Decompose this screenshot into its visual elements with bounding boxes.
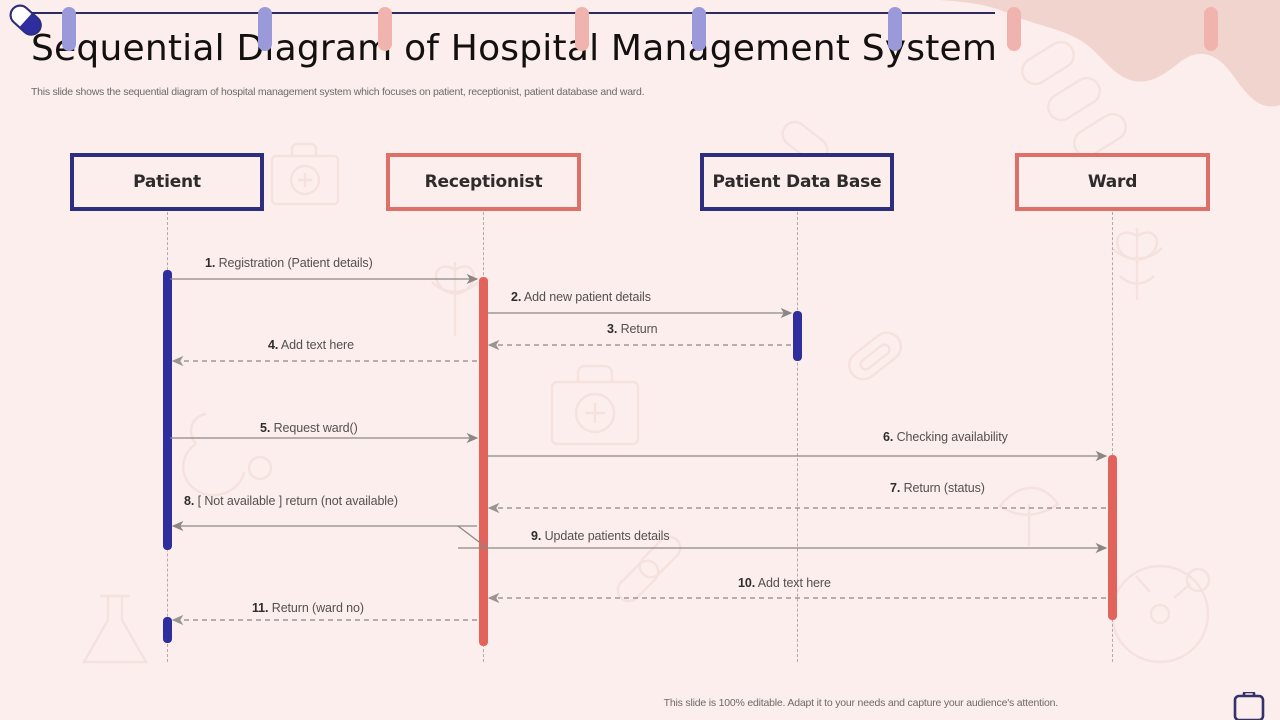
message-text-4: Add text here [280,338,354,352]
actor-box-patient[interactable]: Patient [70,153,264,211]
activation-bar-receptionist [479,277,488,646]
actor-label-receptionist: Receptionist [424,172,543,192]
message-number-2: 2. [511,290,522,304]
message-number-3: 3. [607,322,618,336]
message-label-9: 9. Update patients details [531,529,670,543]
message-number-1: 1. [205,256,216,270]
actor-label-ward: Ward [1087,172,1138,192]
message-text-9: Update patients details [544,529,670,543]
activation-bar-patient-end [163,617,172,643]
header-divider [30,12,995,14]
message-text-10: Add text here [757,576,831,590]
message-label-1: 1. Registration (Patient details) [205,256,373,270]
actor-tab-left-patient [62,7,76,51]
message-label-4: 4. Add text here [268,338,354,352]
message-label-3: 3. Return [607,322,658,336]
actor-box-ward[interactable]: Ward [1015,153,1210,211]
message-number-5: 5. [260,421,271,435]
message-text-3: Return [620,322,658,336]
message-text-7: Return (status) [903,481,985,495]
page-subtitle: This slide shows the sequential diagram … [31,86,645,98]
message-number-9: 9. [531,529,542,543]
actor-label-patient: Patient [133,172,201,192]
message-label-6: 6. Checking availability [883,430,1008,444]
actor-tab-left-database [692,7,706,51]
message-number-7: 7. [890,481,901,495]
activation-bar-ward [1108,455,1117,620]
activation-bar-patient-main [163,270,172,550]
message-label-7: 7. Return (status) [890,481,985,495]
message-number-4: 4. [268,338,279,352]
message-label-10: 10. Add text here [738,576,831,590]
actor-box-receptionist[interactable]: Receptionist [386,153,581,211]
activation-bar-database [793,311,802,361]
footer-note: This slide is 100% editable. Adapt it to… [663,697,1059,709]
lifeline-database [797,212,798,662]
page-title: Sequential Diagram of Hospital Managemen… [31,28,998,69]
actor-tab-right-patient [258,7,272,51]
message-number-6: 6. [883,430,894,444]
message-label-8: 8. [ Not available ] return (not availab… [184,494,398,508]
actor-tab-left-ward [1007,7,1021,51]
lifeline-ward [1112,212,1113,662]
message-text-2: Add new patient details [523,290,651,304]
message-label-11: 11. Return (ward no) [252,601,364,615]
pill-capsule-icon [9,4,42,36]
actor-tab-right-ward [1204,7,1218,51]
actor-tab-right-database [888,7,902,51]
actor-box-patient-data-base[interactable]: Patient Data Base [700,153,894,211]
message-label-5: 5. Request ward() [260,421,358,435]
message-number-10: 10. [738,576,756,590]
message-number-11: 11. [252,601,269,615]
message-text-1: Registration (Patient details) [218,256,373,270]
message-text-6: Checking availability [896,430,1008,444]
actor-tab-left-reception [378,7,392,51]
message-text-5: Request ward() [273,421,358,435]
medical-bag-icon [1233,692,1265,720]
message-number-8: 8. [184,494,195,508]
message-text-11: Return (ward no) [271,601,364,615]
message-text-8: [ Not available ] return (not available) [197,494,398,508]
message-label-2: 2. Add new patient details [511,290,651,304]
actor-tab-right-reception [575,7,589,51]
actor-label-patient-data-base: Patient Data Base [712,172,882,192]
